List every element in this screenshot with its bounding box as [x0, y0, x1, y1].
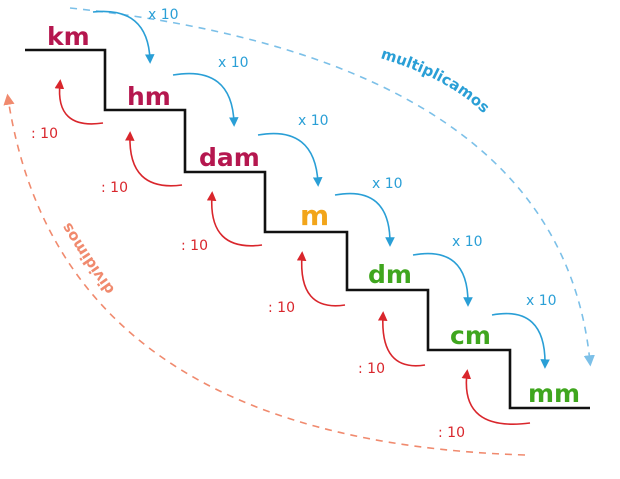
- divide-arrow-dam-hm: [125, 131, 183, 187]
- divide-arrow-dm-m: [296, 251, 346, 307]
- divide-arrow-hm-km: [54, 79, 104, 125]
- divide-curve-label: dividimos: [58, 220, 119, 298]
- multiply-label-5: x 10: [452, 234, 483, 250]
- divide-label-1: : 10: [31, 126, 58, 142]
- multiply-label-6: x 10: [526, 293, 557, 309]
- multiply-label-3: x 10: [298, 113, 329, 129]
- unit-label-dm: dm: [368, 260, 412, 289]
- divide-label-3: : 10: [181, 238, 208, 254]
- unit-label-cm: cm: [450, 321, 491, 350]
- multiply-arrow-dam-m: [257, 132, 323, 187]
- divide-dashed-curve: [3, 93, 526, 456]
- multiply-label-2: x 10: [218, 55, 249, 71]
- divide-label-2: : 10: [101, 180, 128, 196]
- multiply-curve-label: multiplicamos: [379, 45, 493, 117]
- multiply-arrow-dm-cm: [412, 252, 473, 307]
- divide-arrow-m-dam: [206, 191, 263, 247]
- unit-label-km: km: [47, 22, 90, 51]
- multiply-dashed-curve: [69, 7, 595, 367]
- unit-label-dam: dam: [199, 143, 260, 172]
- divide-label-6: : 10: [438, 425, 465, 441]
- divide-arrow-cm-dm: [377, 311, 426, 367]
- multiply-arrow-cm-mm: [491, 312, 550, 369]
- multiply-arrow-hm-dam: [172, 72, 239, 127]
- divide-label-5: : 10: [358, 361, 385, 377]
- divide-label-4: : 10: [268, 300, 295, 316]
- divide-arrow-mm-cm: [461, 369, 531, 425]
- multiply-label-4: x 10: [372, 176, 403, 192]
- staircase-line: [25, 48, 590, 410]
- unit-label-mm: mm: [528, 379, 580, 408]
- multiply-label-1: x 10: [148, 7, 179, 23]
- multiply-arrow-km-hm: [92, 10, 155, 64]
- unit-label-hm: hm: [127, 82, 171, 111]
- unit-label-m: m: [300, 199, 329, 232]
- multiply-arrow-m-dm: [334, 192, 395, 247]
